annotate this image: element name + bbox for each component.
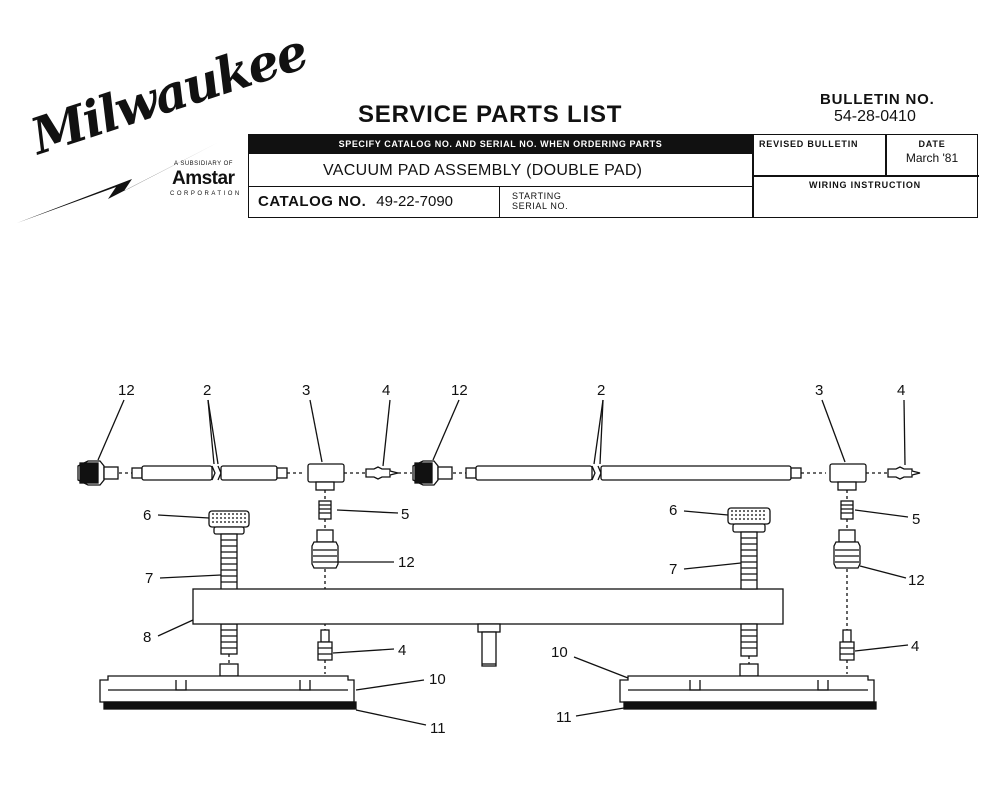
catalog-number: 49-22-7090 — [376, 193, 454, 210]
table-divider — [885, 135, 887, 175]
callout-11: 11 — [556, 709, 572, 726]
callout-2: 2 — [597, 382, 605, 399]
page-title: SERVICE PARTS LIST — [358, 101, 623, 128]
leader-lines — [97, 399, 909, 726]
date-label: DATE — [918, 139, 946, 149]
callout-6: 6 — [143, 507, 151, 524]
milwaukee-logo: Milwaukee A SUBSIDIARY OF Amstar CORPORA… — [12, 22, 313, 230]
callout-8: 8 — [143, 629, 151, 646]
logo-corporation-text: CORPORATION — [170, 191, 242, 197]
catalog-label: CATALOG NO. — [258, 193, 367, 210]
callout-2: 2 — [203, 382, 211, 399]
pad-stack-right — [727, 490, 861, 674]
callout-4: 4 — [897, 382, 905, 399]
amstar-brand: Amstar — [172, 168, 235, 189]
vacuum-pad-left — [99, 663, 357, 710]
pad-stack-left — [208, 490, 339, 674]
callout-4: 4 — [398, 642, 406, 659]
callout-4: 4 — [911, 638, 919, 655]
cross-bar — [192, 588, 784, 667]
vacuum-pad-right — [619, 663, 877, 710]
date-value: March '81 — [905, 151, 959, 165]
callout-7: 7 — [669, 561, 677, 578]
callout-4: 4 — [382, 382, 390, 399]
callout-12: 12 — [908, 572, 925, 589]
logo-subsidiary-text: A SUBSIDIARY OF — [174, 161, 233, 167]
revised-bulletin-label: REVISED BULLETIN — [759, 139, 859, 149]
header-table: SPECIFY CATALOG NO. AND SERIAL NO. WHEN … — [248, 134, 979, 218]
callout-12: 12 — [451, 382, 468, 399]
callout-10: 10 — [551, 644, 568, 661]
catalog-cell: CATALOG NO. 49-22-7090 — [249, 187, 500, 217]
callout-5: 5 — [912, 511, 920, 528]
callout-7: 7 — [145, 570, 153, 587]
hose-assembly-right — [412, 460, 921, 491]
callout-11: 11 — [430, 720, 446, 737]
callout-6: 6 — [669, 502, 677, 519]
callout-12: 12 — [118, 382, 135, 399]
callout-3: 3 — [815, 382, 823, 399]
ordering-notice: SPECIFY CATALOG NO. AND SERIAL NO. WHEN … — [249, 135, 752, 154]
callout-5: 5 — [401, 506, 409, 523]
serial-line-2: SERIAL NO. — [512, 201, 569, 211]
callout-10: 10 — [429, 671, 446, 688]
assembly-description: VACUUM PAD ASSEMBLY (DOUBLE PAD) — [249, 154, 752, 187]
hose-assembly-left — [77, 460, 412, 491]
serial-line-1: STARTING — [512, 191, 562, 201]
callout-3: 3 — [302, 382, 310, 399]
wiring-instruction-label: WIRING INSTRUCTION — [809, 180, 921, 190]
bulletin-number: 54-28-0410 — [834, 108, 916, 125]
callout-12: 12 — [398, 554, 415, 571]
bulletin-label: BULLETIN NO. — [820, 91, 935, 108]
starting-serial-label: STARTING SERIAL NO. — [512, 191, 568, 211]
table-divider — [752, 175, 979, 177]
